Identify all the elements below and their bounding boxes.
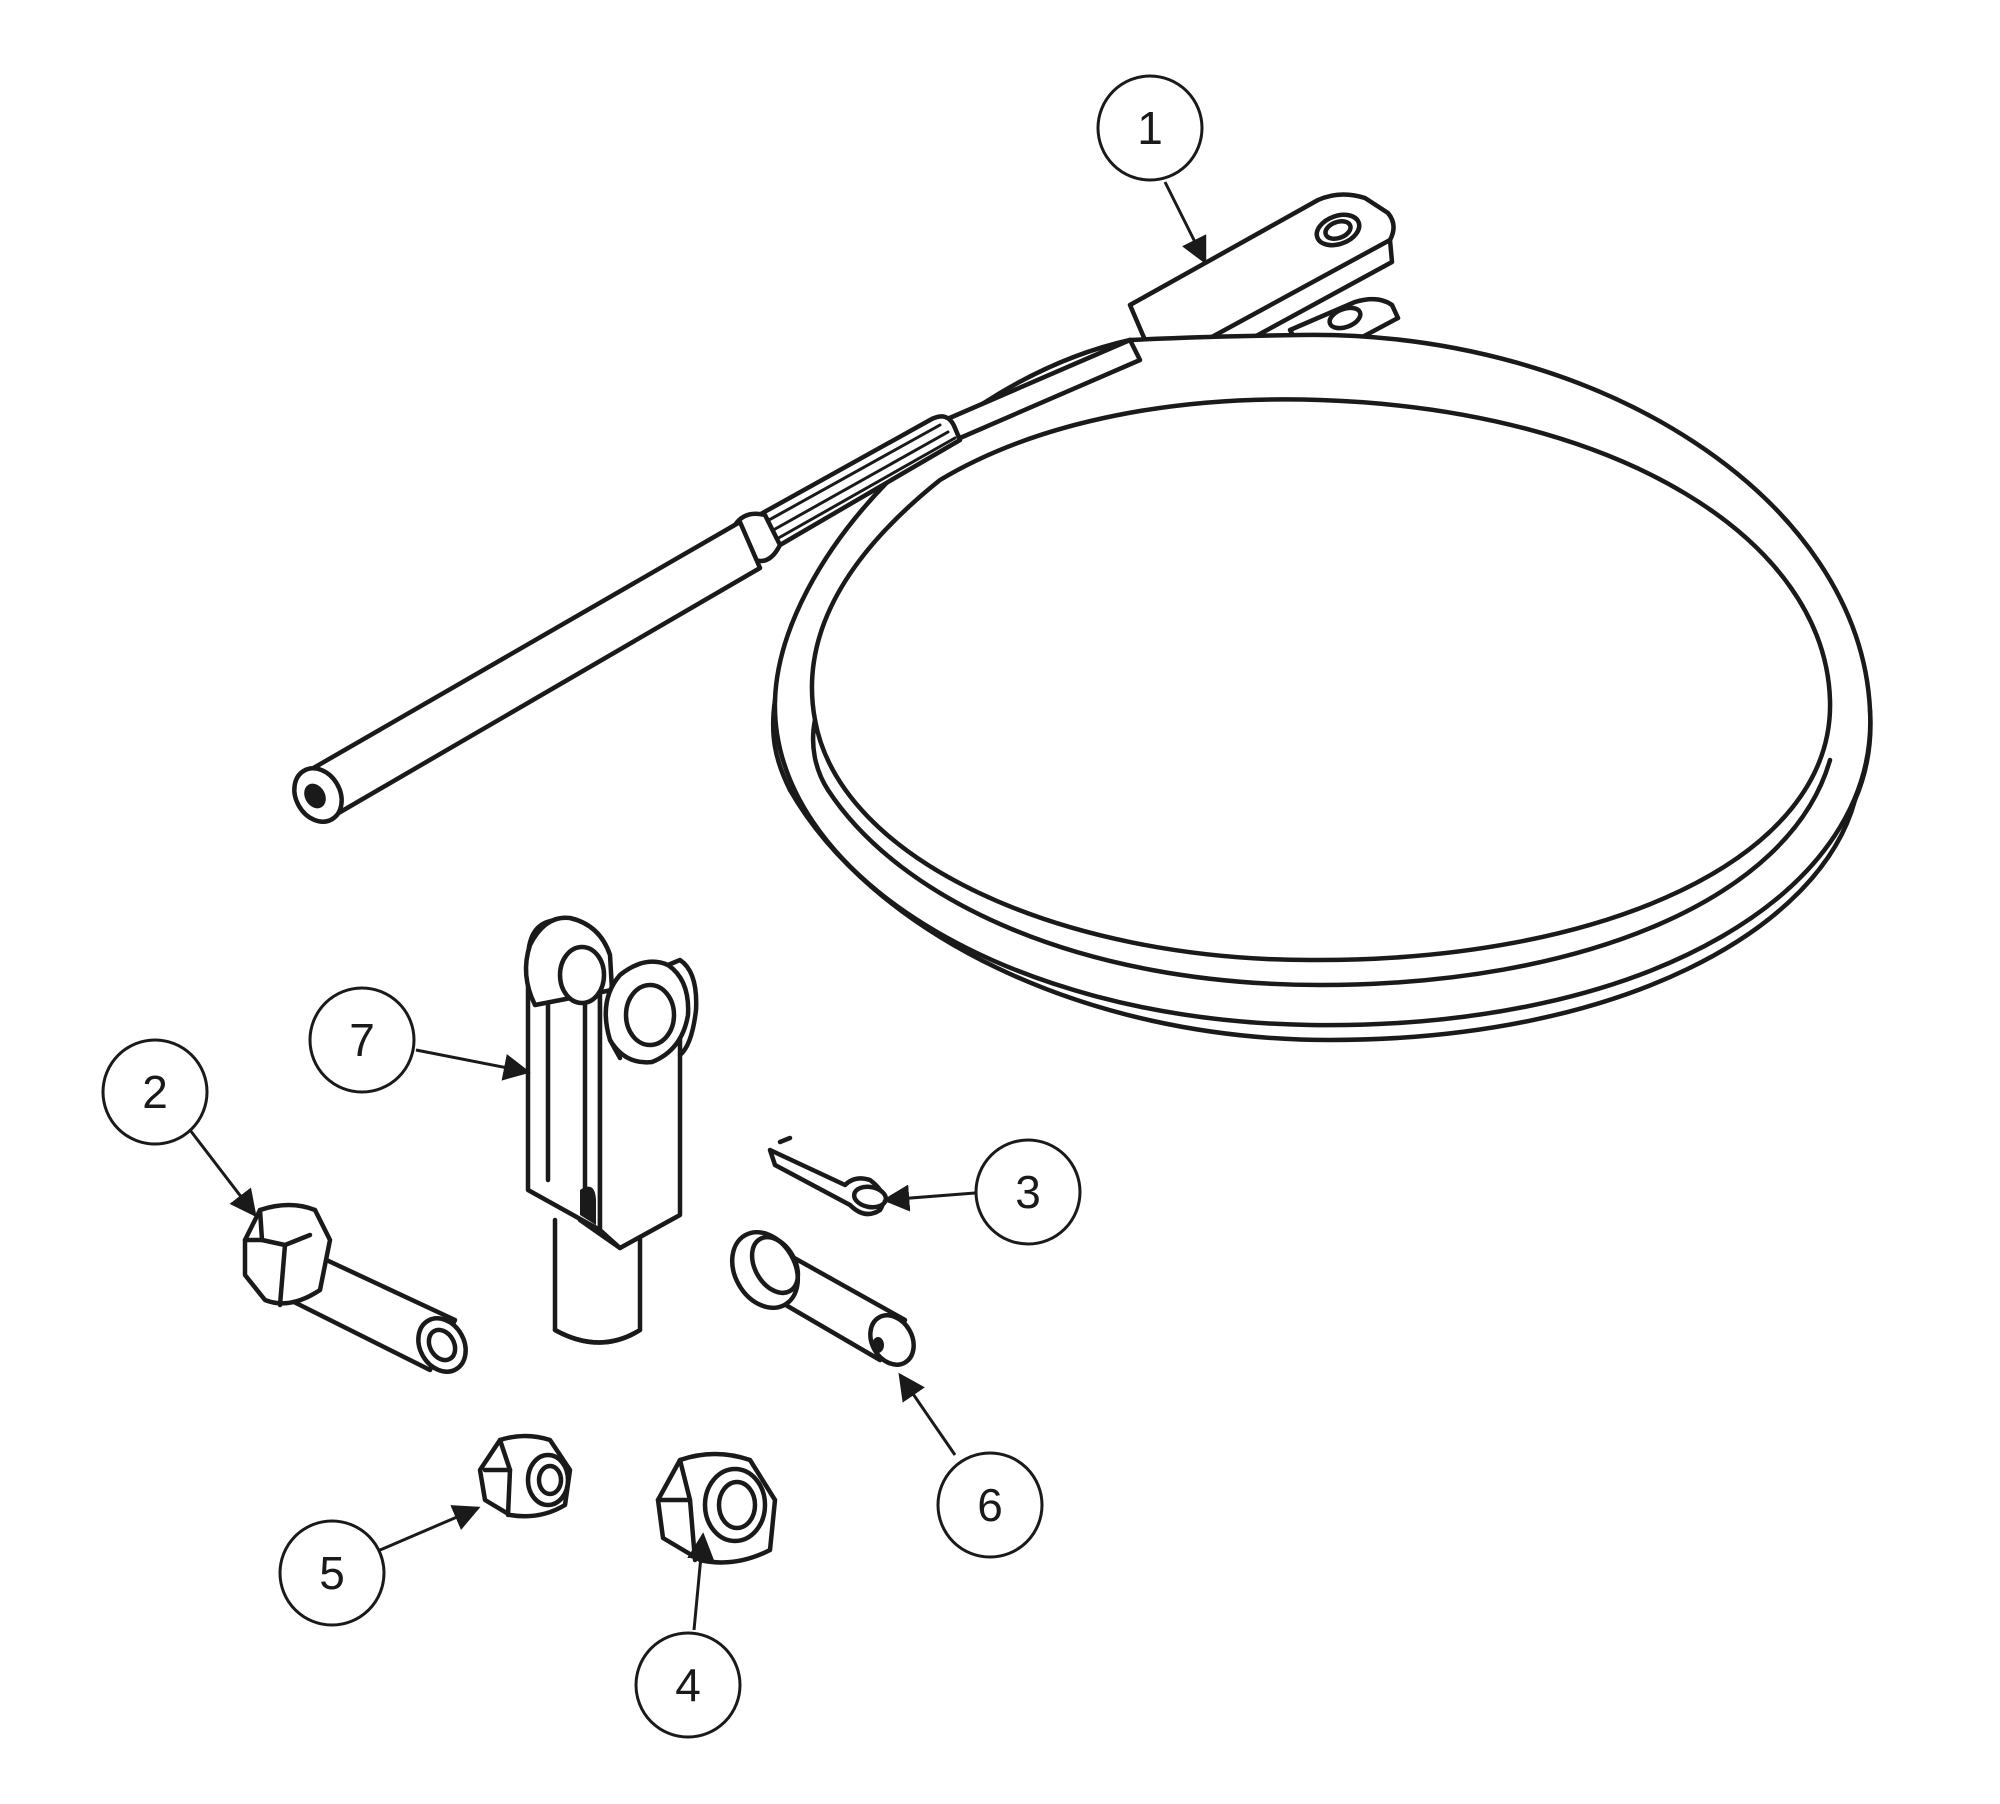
callout-label: 4 — [675, 1659, 701, 1711]
clevis-pin — [729, 1230, 916, 1367]
control-cable — [292, 192, 1873, 1043]
callout-label: 5 — [319, 1547, 345, 1599]
leader-3 — [882, 1184, 976, 1212]
callout-label: 2 — [142, 1066, 168, 1118]
callout-6: 6 — [936, 1451, 1044, 1559]
callout-label: 6 — [977, 1479, 1003, 1531]
callout-label: 3 — [1015, 1166, 1041, 1218]
callout-label: 1 — [1137, 102, 1163, 154]
callout-2: 2 — [101, 1038, 209, 1146]
small-nut — [477, 1433, 573, 1519]
leader-7 — [415, 1048, 531, 1081]
bolt — [242, 1202, 468, 1374]
leader-4 — [687, 1532, 715, 1631]
callout-7: 7 — [308, 986, 416, 1094]
callout-3: 3 — [974, 1138, 1082, 1246]
callout-4: 4 — [634, 1631, 742, 1739]
leader-1 — [1163, 181, 1207, 265]
cotter-pin — [767, 1135, 889, 1217]
callout-1: 1 — [1096, 74, 1204, 182]
leader-2 — [188, 1129, 257, 1218]
callout-label: 7 — [349, 1014, 375, 1066]
leader-5 — [379, 1505, 481, 1552]
leader-6 — [898, 1372, 957, 1456]
hex-nut — [655, 1451, 778, 1565]
clevis — [523, 915, 699, 1345]
callout-5: 5 — [278, 1519, 386, 1627]
